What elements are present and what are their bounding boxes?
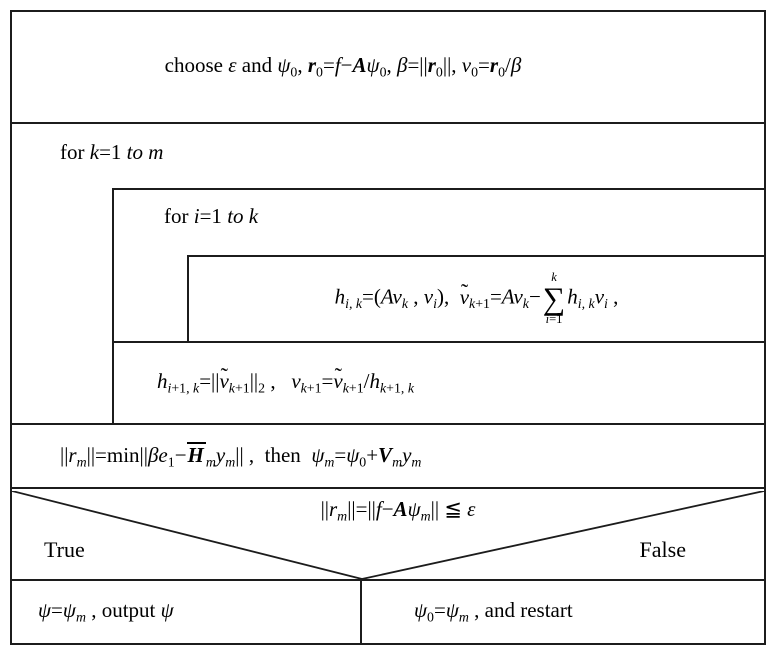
flowchart-outer-frame: choose ε and ψ0, r0=f−Aψ0, β=||r0||, v0=… xyxy=(10,10,766,645)
decision-v-lines-icon xyxy=(12,491,764,579)
result-row: ψ=ψm , output ψ ψ0=ψm , and restart xyxy=(12,579,764,643)
init-box: choose ε and ψ0, r0=f−Aψ0, β=||r0||, v0=… xyxy=(12,12,764,122)
inner-loop-box: for i=1 to k hi, k=(Avk , vi), ˜vk+1=Avk… xyxy=(114,190,764,341)
normalize-formula: hi+1, k=||˜vk+1||2 , vk+1=˜vk+1/hk+1, k xyxy=(157,363,414,396)
decision-band: ||rm||=||f−Aψm|| ≦ ε True False xyxy=(12,487,764,579)
init-formula: choose ε and ψ0, r0=f−Aψ0, β=||r0||, v0=… xyxy=(164,53,522,80)
true-branch-box: ψ=ψm , output ψ xyxy=(12,581,362,643)
false-branch-formula: ψ0=ψm , and restart xyxy=(414,598,573,625)
true-label: True xyxy=(44,537,85,562)
false-branch-box: ψ0=ψm , and restart xyxy=(362,581,764,643)
false-label: False xyxy=(639,537,686,562)
decision-condition: ||rm||=||f−Aψm|| ≦ ε xyxy=(320,497,476,524)
inner-loop-label: for i=1 to k xyxy=(164,204,259,228)
outer-loop-box: for k=1 to m for i=1 to k hi, k=(Avk , v… xyxy=(12,122,764,423)
outer-loop-body-box: for i=1 to k hi, k=(Avk , vi), ˜vk+1=Avk… xyxy=(112,188,764,423)
true-branch-formula: ψ=ψm , output ψ xyxy=(38,598,174,625)
normalize-box: hi+1, k=||˜vk+1||2 , vk+1=˜vk+1/hk+1, k xyxy=(114,341,764,423)
outer-loop-label: for k=1 to m xyxy=(60,140,164,164)
